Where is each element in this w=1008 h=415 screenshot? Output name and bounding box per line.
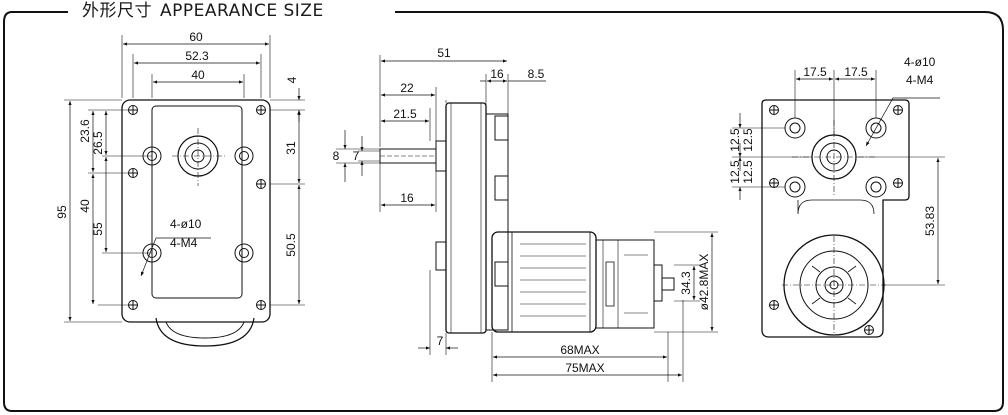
dim-front-52-3: 52.3 [185,49,209,63]
dim-front-26-5: 26.5 [91,131,105,155]
dim-end-12-5-a: 12.5 [728,128,742,152]
dim-side-68max: 68MAX [560,343,599,357]
dim-front-23-6: 23.6 [78,119,92,143]
dim-side-34-3: 34.3 [679,271,693,295]
callout-end-holes: 4-ø10 [904,55,936,69]
dim-side-7: 7 [353,149,360,163]
dim-side-22: 22 [400,81,414,95]
dim-front-55: 55 [91,222,105,236]
dim-side-8-5: 8.5 [528,67,545,81]
side-view [336,55,718,382]
end-mount-holes [784,117,887,198]
page-title: 外形尺寸 APPEARANCE SIZE [74,0,332,22]
dim-end-12-5-b: 12.5 [741,128,755,152]
callout-front-holes: 4-ø10 [170,217,202,231]
dim-front-40-left: 40 [78,199,92,213]
dim-front-4: 4 [285,76,299,83]
dim-side-21-5: 21.5 [393,107,417,121]
front-view [64,35,305,347]
dim-end-17-5-right: 17.5 [844,65,868,79]
front-plate [151,105,243,299]
side-gearbox [445,102,487,334]
dim-side-42-8: ø42.8MAX [697,254,711,311]
callout-front-thread: 4-M4 [170,236,198,250]
front-body [121,99,271,323]
dim-front-31: 31 [284,141,298,155]
front-wheel [155,317,255,347]
end-view [732,70,945,338]
dim-front-95: 95 [55,205,69,219]
end-body [761,99,910,338]
frame-border [3,11,1004,412]
dim-end-12-5-d: 12.5 [741,160,755,184]
dim-front-40: 40 [191,68,205,82]
title-chinese: 外形尺寸 [82,1,152,21]
dim-front-60: 60 [189,30,203,44]
dim-end-17-5-left: 17.5 [803,65,827,79]
end-corner-screws [769,105,903,335]
dim-end-53-83: 53.83 [923,206,937,236]
dim-side-51: 51 [437,46,451,60]
dim-side-16-bottom: 16 [400,191,414,205]
dim-side-8: 8 [333,149,340,163]
title-english: APPEARANCE SIZE [160,1,324,21]
callout-end-thread: 4-M4 [906,73,934,87]
dim-end-12-5-c: 12.5 [728,160,742,184]
dim-side-75max: 75MAX [565,361,604,375]
dim-side-7-bottom: 7 [437,334,444,348]
dim-side-16-top: 16 [490,67,504,81]
dim-front-50-5: 50.5 [284,233,298,257]
